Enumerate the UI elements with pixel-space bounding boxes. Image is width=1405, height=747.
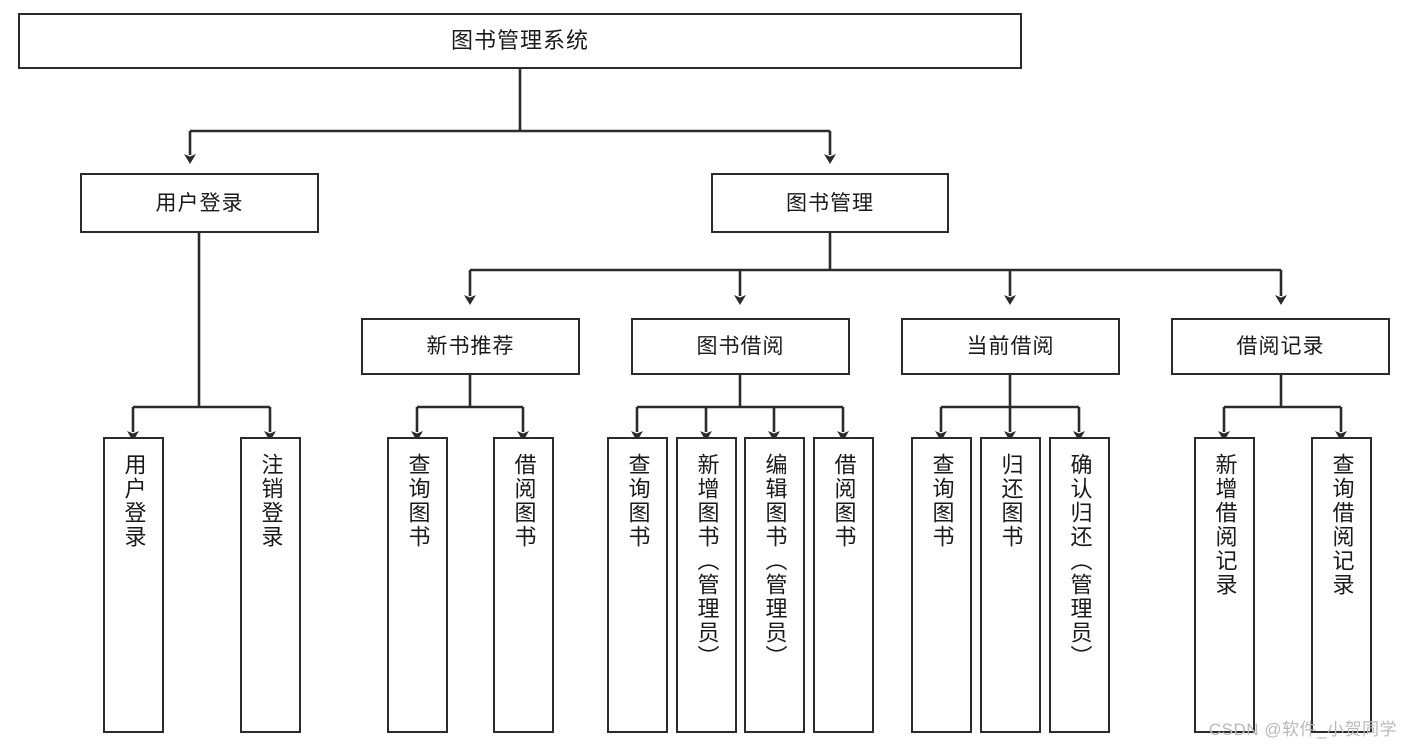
node-current-borrow[interactable]: 当前借阅 <box>901 318 1120 375</box>
node-leaf-record-query[interactable]: 查询借阅记录 <box>1311 437 1372 733</box>
node-leaf-borrow-query-book[interactable]: 查询图书 <box>607 437 668 733</box>
node-leaf-record-add[interactable]: 新增借阅记录 <box>1194 437 1255 733</box>
node-borrow-record-label: 借阅记录 <box>1236 335 1325 358</box>
node-current-borrow-label: 当前借阅 <box>966 335 1055 358</box>
node-leaf-current-query-book-label: 查询图书 <box>929 453 955 549</box>
node-leaf-user-logout[interactable]: 注销登录 <box>240 437 301 733</box>
node-leaf-current-return-book[interactable]: 归还图书 <box>980 437 1041 733</box>
node-leaf-current-query-book[interactable]: 查询图书 <box>911 437 972 733</box>
node-leaf-current-confirm-return[interactable]: 确认归还（管理员） <box>1049 437 1110 733</box>
node-user-login[interactable]: 用户登录 <box>80 173 319 233</box>
node-root-label: 图书管理系统 <box>450 28 589 53</box>
node-book-manage-label: 图书管理 <box>786 191 874 215</box>
node-leaf-borrow-edit-book[interactable]: 编辑图书（管理员） <box>744 437 805 733</box>
node-leaf-user-logout-label: 注销登录 <box>258 453 284 549</box>
node-book-borrow[interactable]: 图书借阅 <box>631 318 850 375</box>
node-leaf-borrow-add-book[interactable]: 新增图书（管理员） <box>676 437 737 733</box>
node-new-book-rec-label: 新书推荐 <box>426 335 515 358</box>
node-leaf-current-confirm-return-label: 确认归还（管理员） <box>1067 453 1093 669</box>
node-root[interactable]: 图书管理系统 <box>18 13 1022 69</box>
node-leaf-user-login[interactable]: 用户登录 <box>103 437 164 733</box>
node-book-manage[interactable]: 图书管理 <box>711 173 949 233</box>
node-leaf-record-query-label: 查询借阅记录 <box>1329 453 1355 597</box>
node-leaf-record-add-label: 新增借阅记录 <box>1212 453 1238 597</box>
node-leaf-rec-query-book-label: 查询图书 <box>405 453 431 549</box>
node-new-book-rec[interactable]: 新书推荐 <box>361 318 580 375</box>
node-leaf-borrow-query-book-label: 查询图书 <box>625 453 651 549</box>
node-borrow-record[interactable]: 借阅记录 <box>1171 318 1390 375</box>
node-leaf-rec-query-book[interactable]: 查询图书 <box>387 437 448 733</box>
node-leaf-borrow-borrow-book[interactable]: 借阅图书 <box>813 437 874 733</box>
node-leaf-borrow-add-book-label: 新增图书（管理员） <box>694 453 720 669</box>
node-leaf-user-login-label: 用户登录 <box>121 453 147 549</box>
node-leaf-rec-borrow-book[interactable]: 借阅图书 <box>493 437 554 733</box>
node-user-login-label: 用户登录 <box>155 191 244 215</box>
node-leaf-borrow-borrow-book-label: 借阅图书 <box>831 453 857 549</box>
node-leaf-rec-borrow-book-label: 借阅图书 <box>511 453 537 549</box>
watermark-text: CSDN @软件_小贺同学 <box>1208 720 1397 739</box>
node-leaf-current-return-book-label: 归还图书 <box>998 453 1024 549</box>
node-book-borrow-label: 图书借阅 <box>696 335 785 358</box>
node-leaf-borrow-edit-book-label: 编辑图书（管理员） <box>762 453 788 669</box>
